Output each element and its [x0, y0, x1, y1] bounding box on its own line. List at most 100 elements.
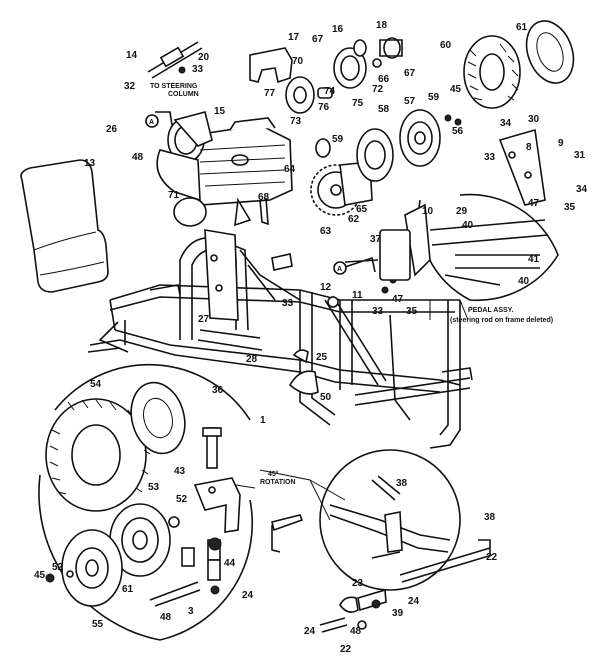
part-number: 20	[198, 52, 210, 63]
pedal-assy-detail	[404, 128, 559, 302]
part-number: 33	[192, 64, 204, 75]
sprocket-assembly	[310, 128, 394, 216]
part-number: 48	[132, 152, 144, 163]
part-number: 22	[486, 552, 498, 563]
part-number: 67	[404, 68, 416, 79]
part-number: 24	[242, 590, 254, 601]
part-number: 13	[84, 158, 96, 169]
part-number: 1	[260, 415, 266, 426]
part-number: 62	[348, 214, 360, 225]
part-number: 26	[106, 124, 118, 135]
part-number: 24	[408, 596, 420, 607]
part-number: 74	[324, 86, 336, 97]
part-number: 43	[174, 466, 186, 477]
part-number: 15	[214, 106, 226, 117]
to-steering-label-1: TO STEERING	[150, 83, 198, 90]
part-number: 9	[558, 138, 564, 149]
part-number: 58	[378, 104, 390, 115]
part-number: 54	[90, 379, 102, 390]
part-number: 44	[224, 558, 236, 569]
part-number: 71	[168, 190, 180, 201]
pedal-assy-label-2: (steering rod on frame deleted)	[450, 317, 553, 324]
part-number: 59	[332, 134, 344, 145]
part-number: 37	[370, 234, 382, 245]
clutch-assembly	[285, 37, 403, 114]
part-number: 53	[148, 482, 160, 493]
part-number: 65	[356, 204, 368, 215]
part-number: 32	[124, 81, 136, 92]
part-number: 70	[292, 56, 304, 67]
leader-lines	[235, 299, 469, 521]
part-number: 25	[316, 352, 328, 363]
part-number: 27	[198, 314, 210, 325]
pedal-assy-label-1: PEDAL ASSY.	[468, 307, 514, 314]
tire-right	[463, 20, 575, 109]
to-steering-label-2: COLUMN	[168, 91, 199, 98]
part-number: 11	[352, 290, 363, 301]
part-number: 3	[188, 606, 194, 617]
part-number-labels: 1 3 8 9 10 11 12 13 14 15 16 17 18 20 22…	[34, 20, 588, 655]
part-number: 33	[372, 306, 384, 317]
brake-parts	[271, 253, 319, 395]
part-number: 60	[440, 40, 452, 51]
part-number: 67	[312, 34, 324, 45]
steering-shaft	[147, 41, 203, 79]
part-number: 50	[320, 392, 332, 403]
part-number: 59	[428, 92, 440, 103]
part-number: 34	[576, 184, 588, 195]
part-number: 47	[528, 198, 540, 209]
spindle-hardware	[149, 427, 304, 607]
circle-a-label-2: A	[337, 266, 342, 273]
part-number: 55	[92, 619, 104, 630]
part-number: 57	[404, 96, 416, 107]
part-number: 72	[372, 84, 384, 95]
part-number: 38	[396, 478, 408, 489]
seat	[20, 159, 109, 293]
engine-guard	[249, 47, 293, 84]
part-number: 12	[320, 282, 332, 293]
part-number: 22	[340, 644, 352, 655]
part-number: 77	[264, 88, 276, 99]
part-number: 24	[304, 626, 316, 637]
hub-right	[399, 109, 462, 167]
part-number: 28	[246, 354, 258, 365]
spindle-detail	[319, 449, 461, 591]
pedal-linkage	[327, 229, 411, 308]
part-number: 64	[284, 164, 296, 175]
rotation-label-1: 45°	[268, 470, 279, 478]
part-number: 45	[450, 84, 462, 95]
part-number: 61	[122, 584, 134, 595]
tie-rod-parts	[319, 539, 493, 633]
part-number: 14	[126, 50, 138, 61]
part-number: 40	[518, 276, 530, 287]
part-number: 73	[290, 116, 302, 127]
engine	[155, 111, 293, 227]
part-number: 34	[500, 118, 512, 129]
part-number: 23	[352, 578, 364, 589]
part-number: 48	[350, 626, 362, 637]
part-number: 8	[526, 142, 532, 153]
part-number: 68	[258, 192, 270, 203]
part-number: 56	[452, 126, 464, 137]
part-number: 31	[574, 150, 586, 161]
part-number: 33	[484, 152, 496, 163]
part-number: 41	[528, 254, 540, 265]
part-number: 66	[378, 74, 390, 85]
part-number: 29	[456, 206, 468, 217]
part-number: 18	[376, 20, 388, 31]
part-number: 35	[564, 202, 576, 213]
part-number: 10	[422, 206, 434, 217]
part-number: 63	[320, 226, 332, 237]
part-number: 16	[332, 24, 344, 35]
part-number: 47	[392, 294, 404, 305]
front-wheel-detail	[38, 363, 254, 641]
part-number: 17	[288, 32, 300, 43]
part-number: 75	[352, 98, 364, 109]
circle-a-marker-1	[145, 114, 159, 128]
part-number: 48	[160, 612, 172, 623]
part-number: 33	[282, 298, 294, 309]
part-number: 61	[516, 22, 528, 33]
part-number: 30	[528, 114, 540, 125]
